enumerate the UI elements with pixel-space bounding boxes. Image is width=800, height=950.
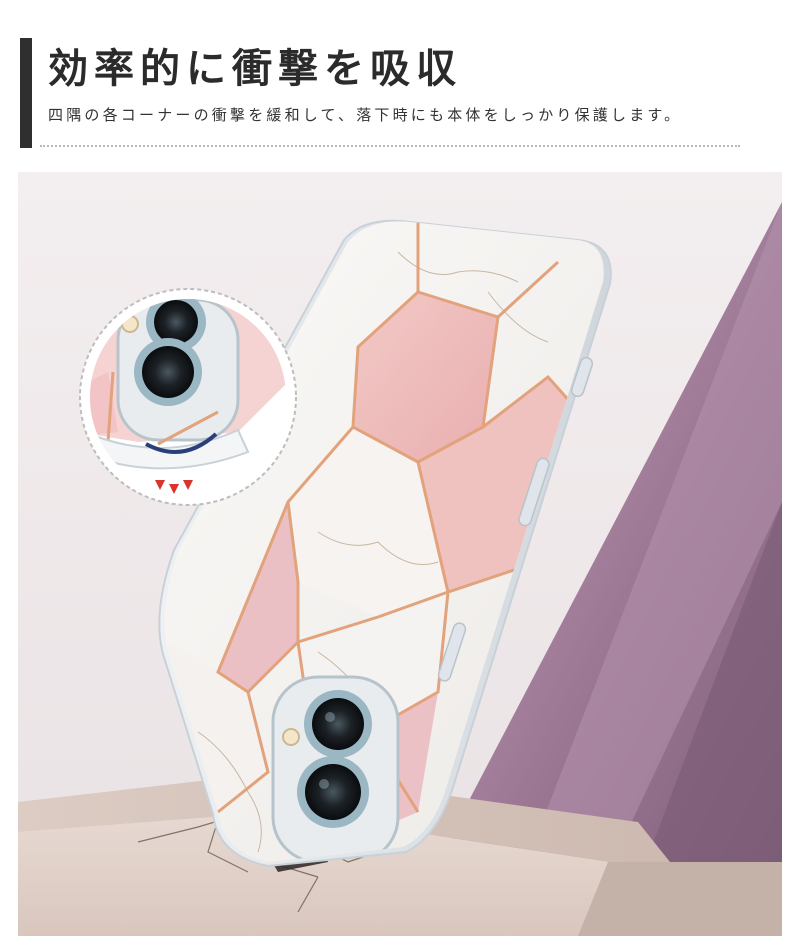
up-arrows-icon: [155, 480, 193, 494]
page-subtitle: 四隅の各コーナーの衝撃を緩和して、落下時にも本体をしっかり保護します。: [48, 106, 683, 124]
curved-arc-icon: [145, 432, 218, 454]
camera-module: [271, 675, 400, 862]
purple-wall: [398, 202, 782, 936]
volume-button: [518, 457, 550, 527]
page-title: 効率的に衝撃を吸収: [48, 46, 462, 92]
corner-zoom-inset: [79, 288, 297, 506]
dotted-divider: [40, 145, 740, 147]
power-button: [437, 622, 467, 682]
header: 効率的に衝撃を吸収 四隅の各コーナーの衝撃を緩和して、落下時にも本体をしっかり保…: [0, 0, 800, 170]
product-photo: [18, 172, 782, 936]
title-accent-bar: [20, 38, 32, 148]
side-button: [570, 356, 594, 398]
